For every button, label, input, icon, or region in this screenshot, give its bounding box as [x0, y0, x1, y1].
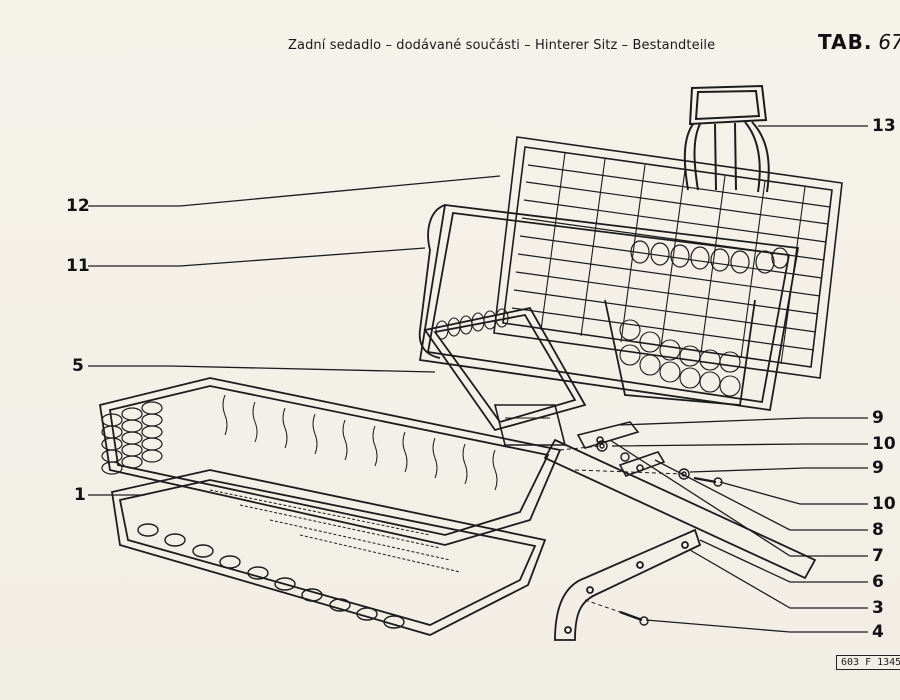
hinge-bracket	[423, 306, 587, 446]
callout-4: 4	[872, 622, 884, 642]
washers-and-bolts	[596, 440, 723, 626]
callout-8: 8	[872, 520, 884, 540]
page-title: Zadní sedadlo – dodávané součásti – Hint…	[288, 38, 716, 53]
callout-10-upper: 10	[872, 434, 896, 454]
table-number: TAB.67	[818, 30, 900, 54]
table-number-value: 67	[878, 30, 900, 54]
support-rail	[543, 438, 817, 580]
backrest-spring-frame	[418, 204, 800, 412]
callout-10-lower: 10	[872, 494, 896, 514]
callout-9-upper: 9	[872, 408, 884, 428]
callout-5: 5	[72, 356, 84, 376]
drawing-reference-code: 603 F 1345	[836, 655, 900, 670]
callout-12: 12	[66, 196, 90, 216]
callout-13: 13	[872, 116, 896, 136]
callout-11: 11	[66, 256, 90, 276]
leader-lines	[88, 125, 868, 633]
hinge-plate-upper	[576, 421, 640, 449]
seat-frame	[98, 377, 562, 636]
dashed-assembly-lines	[559, 445, 685, 613]
headrest-support	[683, 84, 770, 193]
callout-3: 3	[872, 598, 884, 618]
support-leg	[554, 528, 702, 641]
callout-7: 7	[872, 546, 884, 566]
callout-1: 1	[74, 485, 86, 505]
hinge-plate-lower	[618, 451, 666, 477]
callout-6: 6	[872, 572, 884, 592]
table-prefix: TAB.	[818, 30, 873, 54]
callout-9-lower: 9	[872, 458, 884, 478]
